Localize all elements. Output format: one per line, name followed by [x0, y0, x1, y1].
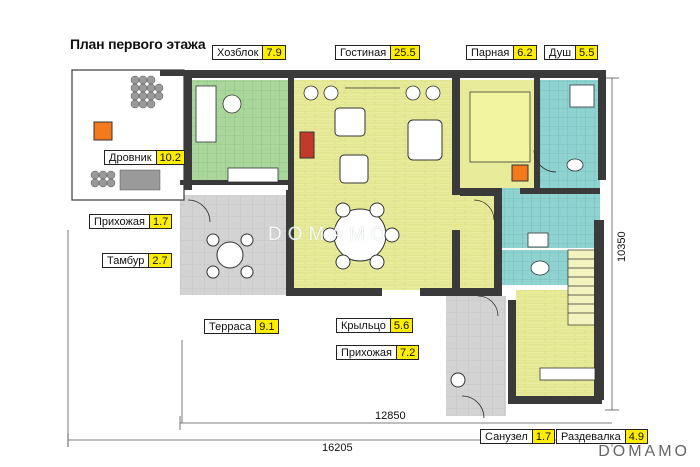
- room-label-porch: Крыльцо 5.6: [336, 318, 414, 333]
- dimension-total-width: 16205: [322, 442, 353, 454]
- room-area: 4.9: [624, 430, 648, 443]
- porch-figure: [450, 372, 466, 388]
- room-name: Гостиная: [340, 46, 387, 59]
- room-name: Дровник: [109, 151, 152, 164]
- dimension-inner-width: 12850: [375, 410, 406, 422]
- room-area: 9.1: [255, 320, 278, 333]
- walls: [160, 70, 606, 404]
- sauna-bench: [469, 91, 531, 163]
- room-area: 1.7: [531, 430, 555, 443]
- page-title: План первого этажа: [70, 36, 206, 52]
- room-label-shower: Душ 5.5: [544, 45, 599, 60]
- room-name: Прихожая: [94, 215, 145, 228]
- watermark-corner: DOMAMO: [598, 443, 690, 460]
- room-label-changing: Раздевалка 4.9: [556, 429, 649, 444]
- room-area: 2.7: [148, 254, 171, 267]
- room-area: 7.2: [395, 346, 419, 359]
- dining-table-set: [322, 202, 400, 270]
- utility-fixtures: [195, 85, 279, 183]
- room-area: 25.5: [390, 46, 419, 59]
- room-name: Хозблок: [217, 46, 259, 59]
- armchairs: [334, 107, 443, 184]
- room-area: 1.7: [148, 215, 172, 228]
- room-area: 5.5: [575, 46, 598, 59]
- terrace-table-set: [206, 233, 254, 279]
- dimension-height: 10350: [616, 231, 628, 262]
- room-area: 6.2: [513, 46, 536, 59]
- room-label-entry-small: Прихожая 1.7: [89, 214, 173, 229]
- room-label-bathroom: Санузел 1.7: [480, 429, 556, 444]
- sauna-stove: [511, 164, 529, 182]
- room-label-vestibule: Тамбур 2.7: [102, 253, 172, 268]
- room-name: Терраса: [209, 320, 252, 333]
- room-area: 10.2: [155, 151, 184, 164]
- porch-floor: [446, 296, 506, 416]
- room-label-terrace: Терраса 9.1: [204, 319, 279, 334]
- fireplace: [299, 131, 315, 159]
- room-area: 7.9: [262, 46, 285, 59]
- room-name: Прихожая: [341, 346, 392, 359]
- door-swings: [187, 149, 557, 419]
- woodshed-stove: [93, 121, 113, 141]
- room-name: Крыльцо: [341, 319, 386, 332]
- room-name: Тамбур: [107, 254, 145, 267]
- room-name: Раздевалка: [561, 430, 621, 443]
- room-label-entry-large: Прихожая 7.2: [336, 345, 420, 360]
- room-area: 5.6: [389, 319, 413, 332]
- room-name: Санузел: [485, 430, 528, 443]
- firewood-stacks: [90, 75, 164, 191]
- room-name: Парная: [471, 46, 510, 59]
- room-label-living: Гостиная 25.5: [335, 45, 420, 60]
- shower-lobby-floor: [500, 188, 600, 248]
- room-label-sauna: Парная 6.2: [466, 45, 537, 60]
- room-name: Душ: [549, 46, 572, 59]
- room-label-woodshed: Дровник 10.2: [104, 150, 185, 165]
- room-label-utility: Хозблок 7.9: [212, 45, 286, 60]
- decor-plants: [303, 85, 441, 101]
- bath-fixtures: [527, 84, 596, 381]
- watermark-center: DOMAMO: [268, 224, 392, 245]
